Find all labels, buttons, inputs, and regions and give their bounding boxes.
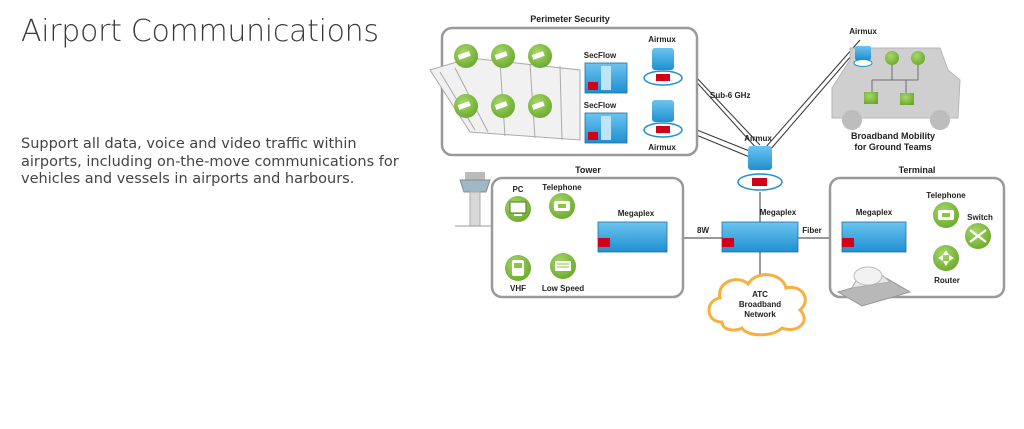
secflow-top-label: SecFlow [584,51,617,60]
vhf-icon [505,255,531,281]
mobility-line2: for Ground Teams [854,142,931,152]
atc-line3: Network [744,310,776,319]
megaplex-terminal-device [841,221,907,253]
low-speed-label: Low Speed [542,284,584,293]
megaplex-tower-device [597,221,668,253]
secflow-bottom-label: SecFlow [584,101,617,110]
atc-line1: ATC [752,290,768,299]
airmux-bottom-label: Airmux [648,143,676,152]
telephone-terminal-icon [933,202,959,228]
camera-icons [454,44,552,118]
secflow-top-device [584,62,628,94]
megaplex-terminal-label: Megaplex [856,208,893,217]
atc-line2: Broadband [739,300,781,309]
telephone-terminal-label: Telephone [926,191,966,200]
airmux-top-device [643,48,683,86]
airmux-vehicle-label: Airmux [849,27,877,36]
pc-icon [505,196,531,222]
vhf-label: VHF [510,284,526,293]
sub6-link-label: Sub-6 GHz [710,91,750,100]
switch-icon [965,223,991,249]
telephone-tower-label: Telephone [542,183,582,192]
low-speed-icon [550,253,576,279]
page-title: Airport Communications [21,14,379,49]
terminal-title: Terminal [899,165,936,175]
page-description: Support all data, voice and video traffi… [21,136,399,187]
secflow-bottom-device [584,112,628,144]
router-label: Router [934,276,960,285]
mobility-line1: Broadband Mobility [851,131,935,141]
telephone-tower-icon [549,193,575,219]
airmux-center-device [737,146,783,191]
8w-link-label: 8W [697,226,709,235]
megaplex-center-label: Megaplex [760,208,797,217]
airmux-bottom-device [643,100,683,138]
tower-title: Tower [575,165,601,175]
terminal-building-icon [836,266,912,307]
airmux-center-label: Airmux [744,134,772,143]
switch-label: Switch [967,213,993,222]
fiber-link-label: Fiber [802,226,822,235]
tower-box [490,176,685,299]
pc-label: PC [512,185,523,194]
megaplex-tower-label: Megaplex [618,209,655,218]
atc-cloud [707,273,807,337]
megaplex-center-device [721,221,799,253]
perimeter-security-title: Perimeter Security [530,14,610,24]
airmux-top-label: Airmux [648,35,676,44]
router-icon [933,245,959,271]
vehicle-icon [831,46,961,130]
control-tower-icon [455,172,500,227]
